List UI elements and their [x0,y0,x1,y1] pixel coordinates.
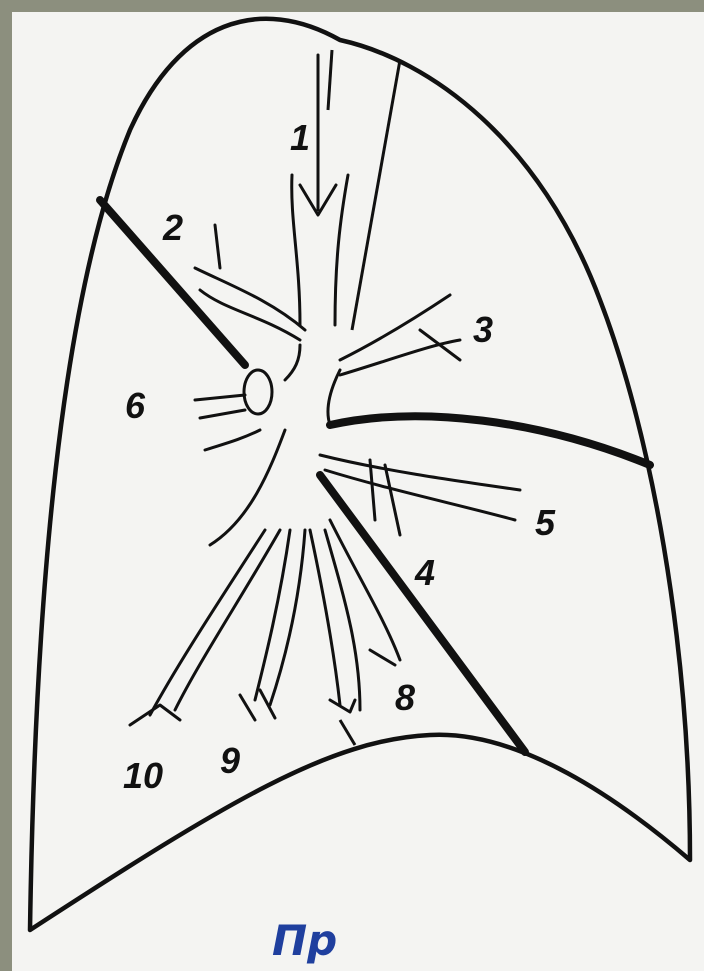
label-segment-3: 3 [473,309,493,350]
label-segment-1: 1 [290,117,310,158]
segment-border-right [352,60,400,330]
label-segment-10: 10 [123,755,163,796]
label-segment-4: 4 [414,552,435,593]
segment-border-left [328,50,332,110]
label-segment-2: 2 [162,207,183,248]
label-segment-9: 9 [220,740,240,781]
label-segment-8: 8 [395,677,415,718]
label-segment-5: 5 [535,502,556,543]
segment-border-base [340,720,355,745]
bronchial-tree [130,175,520,725]
side-label: Пр [272,916,337,965]
horizontal-fissure [330,416,650,465]
label-segment-6: 6 [125,385,146,426]
